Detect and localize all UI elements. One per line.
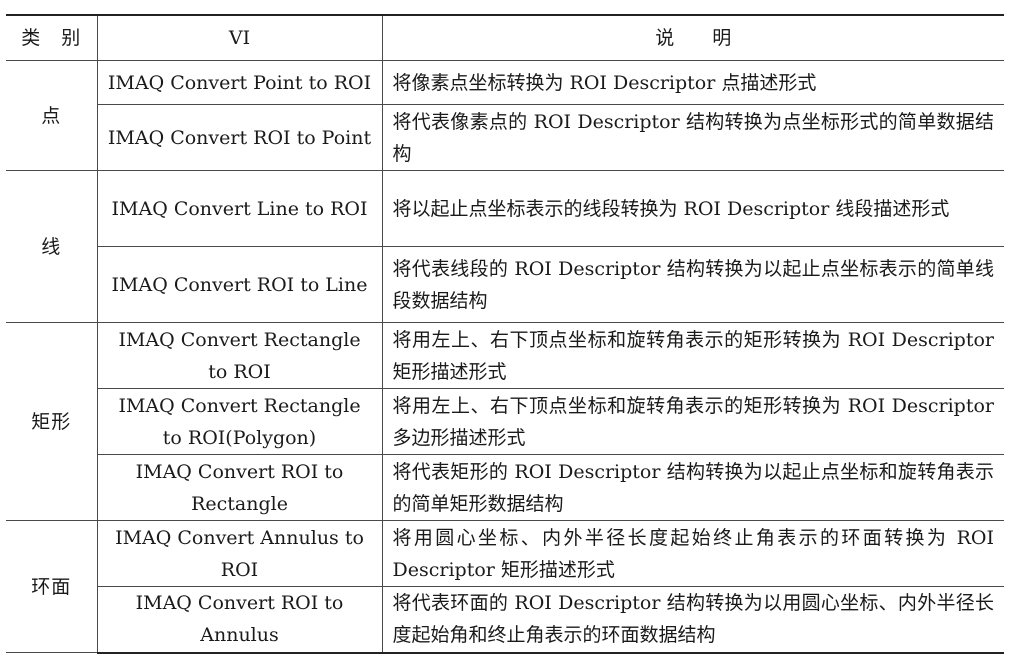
description-cell: 将以起止点坐标表示的线段转换为 ROI Descriptor 线段描述形式 [381,170,1004,247]
description-cell: 将像素点坐标转换为 ROI Descriptor 点描述形式 [381,60,1004,105]
table-row: IMAQ Convert ROI to Annulus 将代表环面的 ROI D… [6,586,1004,654]
description-cell: 将代表环面的 ROI Descriptor 结构转换为以用圆心坐标、内外半径长度… [381,586,1004,654]
table-row: 环面 IMAQ Convert Annulus to ROI 将用圆心坐标、内外… [6,520,1004,653]
table-row: IMAQ Convert ROI to Point 将代表像素点的 ROI De… [6,104,1004,171]
description-cell: 将代表线段的 ROI Descriptor 结构转换为以起止点坐标表示的简单线段… [381,246,1004,323]
category-cell: 点 [6,60,98,171]
vi-cell: IMAQ Convert Rectangle to ROI(Polygon) [97,388,383,455]
header-category: 类 别 [6,14,98,61]
roi-conversion-table: 类 别 VI 说 明 点 IMAQ Convert Point to ROI 将… [6,14,1004,654]
table-row: 点 IMAQ Convert Point to ROI 将像素点坐标转换为 RO… [6,60,1004,171]
category-cell: 环面 [6,520,98,653]
description-cell: 将代表矩形的 ROI Descriptor 结构转换为以起止点坐标和旋转角表示的… [381,454,1004,521]
table-row: IMAQ Convert ROI to Rectangle 将代表矩形的 ROI… [6,454,1004,521]
vi-cell: IMAQ Convert ROI to Point [97,104,383,171]
table-row: IMAQ Convert Rectangle to ROI(Polygon) 将… [6,388,1004,455]
vi-cell: IMAQ Convert Point to ROI [96,60,383,105]
vi-cell: IMAQ Convert Annulus to ROI [96,520,383,587]
header-vi: VI [96,14,383,61]
header-row: 类 别 VI 说 明 [6,14,1004,61]
table-row: IMAQ Convert ROI to Line 将代表线段的 ROI Desc… [6,246,1004,323]
category-cell: 线 [6,170,98,323]
description-cell: 将代表像素点的 ROI Descriptor 结构转换为点坐标形式的简单数据结构 [381,104,1004,171]
description-cell: 将用左上、右下顶点坐标和旋转角表示的矩形转换为 ROI Descriptor 多… [381,388,1004,455]
description-cell: 将用圆心坐标、内外半径长度起始终止角表示的环面转换为 ROI Descripto… [381,520,1004,587]
vi-cell: IMAQ Convert ROI to Rectangle [97,454,383,521]
category-cell: 矩形 [6,322,98,521]
vi-cell: IMAQ Convert ROI to Annulus [97,586,383,654]
header-description: 说 明 [381,14,1004,61]
vi-cell: IMAQ Convert Line to ROI [96,170,383,247]
vi-cell: IMAQ Convert Rectangle to ROI [96,322,383,389]
description-cell: 将用左上、右下顶点坐标和旋转角表示的矩形转换为 ROI Descriptor 矩… [381,322,1004,389]
vi-cell: IMAQ Convert ROI to Line [97,246,383,323]
table-row: 矩形 IMAQ Convert Rectangle to ROI 将用左上、右下… [6,322,1004,521]
table-row: 线 IMAQ Convert Line to ROI 将以起止点坐标表示的线段转… [6,170,1004,323]
